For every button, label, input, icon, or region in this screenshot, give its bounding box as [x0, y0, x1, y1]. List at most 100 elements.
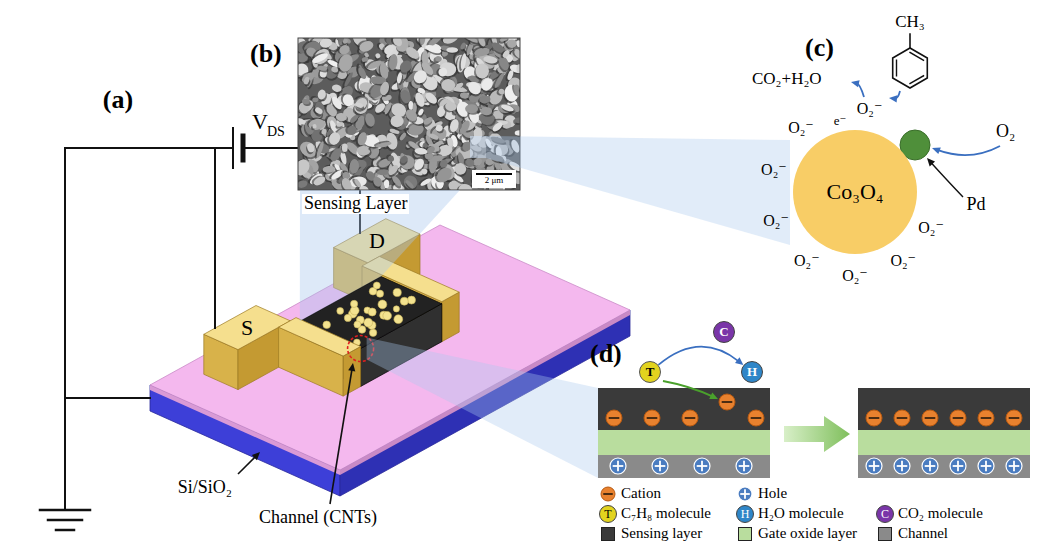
hole [866, 458, 882, 474]
adsorbed-oxygen-label: O₂⁻ [763, 212, 789, 230]
sensing-layer-band [858, 388, 1030, 430]
cation [682, 410, 698, 426]
node-text: D [369, 229, 385, 253]
sem-grain [338, 43, 352, 56]
sem-grain [457, 183, 473, 190]
reaction-arrow-head [889, 95, 897, 102]
reaction-arrow-head [851, 80, 860, 87]
nanoparticle-dot [408, 296, 416, 304]
double-bond [896, 60, 897, 76]
nanoparticle-dot [400, 297, 408, 305]
sem-grain [342, 172, 350, 179]
zoom-beam [300, 190, 460, 321]
source-finger-top [279, 318, 361, 357]
sem-grain [399, 89, 412, 105]
panel-label: (d) [590, 340, 622, 369]
cation [1006, 410, 1022, 426]
sem-grain [448, 118, 460, 133]
legend-sample-letter: H [741, 508, 750, 520]
sem-grain [425, 145, 436, 156]
ground-symbol [40, 509, 90, 512]
nanoparticle-dot [337, 308, 344, 315]
sem-grain [446, 137, 454, 147]
nanoparticle-dot [368, 308, 376, 316]
hole [652, 458, 668, 474]
sem-grain [317, 89, 327, 101]
legend-text: CO₂ molecule [898, 505, 983, 522]
hole-sign [929, 462, 931, 471]
sem-grain [414, 147, 427, 155]
source-pad-top [204, 306, 290, 350]
cation-sign [926, 417, 935, 419]
sem-grain [375, 141, 392, 149]
sem-grain [308, 118, 326, 131]
sem-grain [397, 58, 413, 75]
leader-arrow [238, 456, 256, 474]
sem-frame [298, 38, 520, 190]
cation-sign [1010, 417, 1019, 419]
battery-plate [241, 136, 246, 160]
panel-label: (b) [250, 40, 282, 69]
adsorbed-oxygen-label: O₂⁻ [794, 252, 820, 270]
sem-grain [506, 70, 514, 81]
sem-grain [480, 107, 492, 116]
toluene-molecule: T [639, 361, 661, 383]
sem-grain [466, 79, 484, 97]
sem-grain [434, 165, 455, 186]
hole [610, 458, 626, 474]
sem-grain [354, 102, 363, 109]
sem-grain [356, 131, 368, 147]
legend-text: Cation [621, 485, 661, 502]
part-label: Channel (CNTs) [259, 508, 377, 528]
leader-arrow-head [927, 158, 935, 166]
sem-grain [300, 71, 316, 85]
sem-grain [306, 142, 315, 153]
source-electrode: S [237, 314, 258, 343]
sem-grain [312, 175, 327, 188]
legend-text: H₂O molecule [758, 505, 844, 522]
sem-grain [390, 115, 403, 127]
sem-grain [500, 103, 514, 112]
adsorbed-oxygen-label: O₂⁻ [890, 252, 916, 270]
ground-symbol [56, 529, 74, 532]
leader-arrow-head [252, 452, 260, 460]
double-bond [910, 52, 924, 60]
sem-grain [399, 132, 408, 142]
cation [922, 410, 938, 426]
sem-grain [477, 38, 487, 48]
adsorbed-oxygen-label: O₂⁻ [857, 101, 883, 119]
sem-grain [465, 104, 478, 113]
wire [214, 148, 216, 328]
legend-swatch [738, 527, 752, 541]
hole-sign [985, 462, 987, 471]
hole-sign [659, 462, 661, 471]
nanoparticle-dot [383, 311, 392, 320]
cation-sign [982, 417, 991, 419]
sem-grain [328, 146, 343, 163]
hole [894, 458, 910, 474]
sem-grain [459, 42, 466, 51]
sem-grain [373, 101, 387, 114]
sem-grain [312, 97, 318, 102]
sem-grain [302, 98, 311, 105]
gate-oxide-band [598, 430, 770, 455]
cation [719, 394, 735, 410]
sem-grain [379, 81, 391, 97]
zoom-source [470, 136, 486, 158]
node-text: C [719, 325, 728, 339]
sem-grain [435, 55, 443, 62]
methyl-bond [909, 34, 911, 48]
part-label: Pd [966, 195, 985, 215]
legend-molecule-sample: H [736, 505, 754, 523]
cation [748, 410, 764, 426]
product-label: CO₂+H₂O [752, 70, 822, 89]
sem-grain [317, 65, 327, 71]
nanoparticle-dot [394, 315, 403, 324]
sem-grain [439, 159, 448, 169]
legend-molecule-sample: C [876, 505, 894, 523]
cation-sign [870, 417, 879, 419]
legend-sample-letter: T [604, 508, 611, 520]
legend-text: Channel [898, 525, 948, 542]
connector-arrowhead [735, 357, 743, 365]
legend-text: Hole [758, 485, 787, 502]
